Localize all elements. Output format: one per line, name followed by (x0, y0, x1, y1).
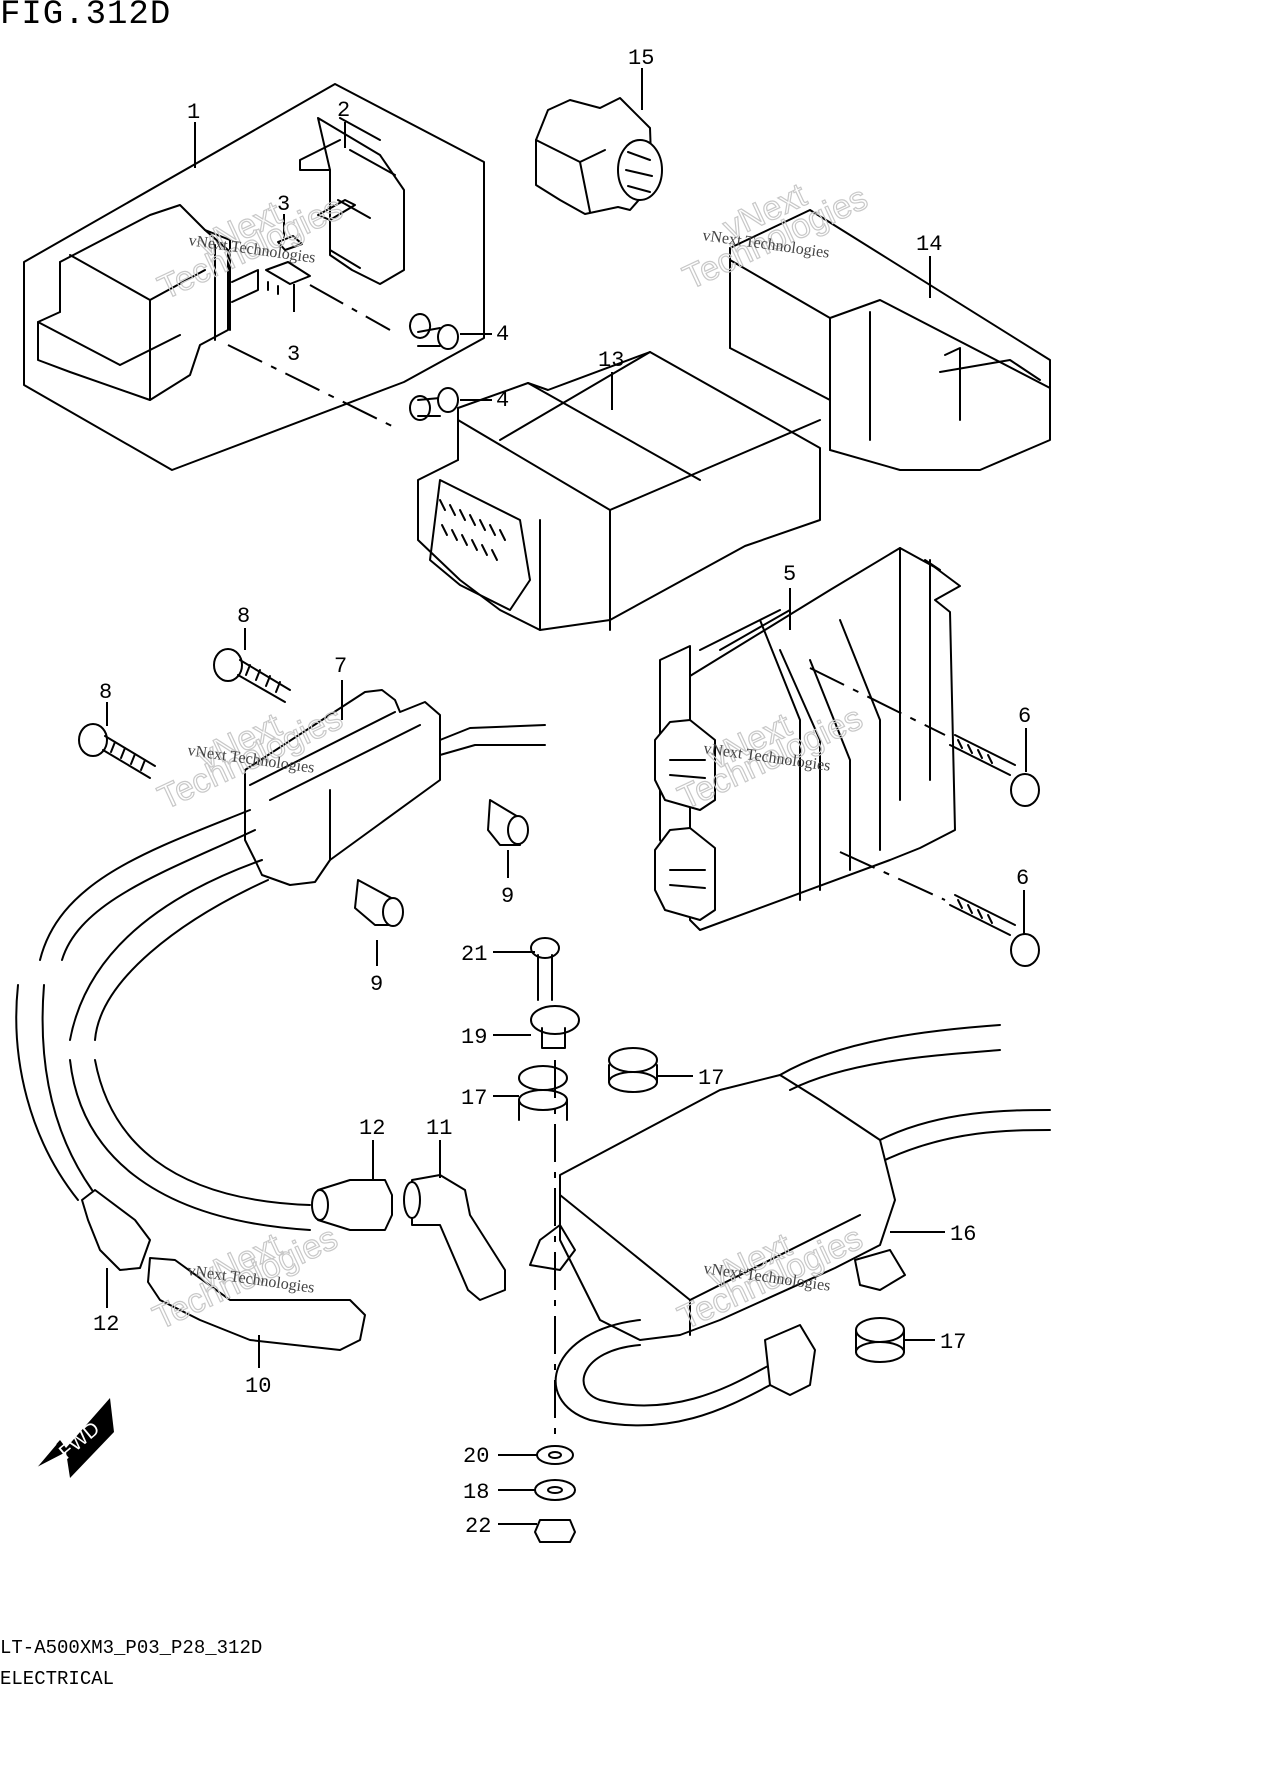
part-11-plug-cap[interactable] (403, 1174, 506, 1301)
part-22-nut[interactable] (534, 1519, 576, 1543)
leader-lines (106, 68, 1027, 1525)
part-6-bolt-lower[interactable] (949, 894, 1040, 967)
callout-6-lower: 6 (1016, 866, 1029, 891)
part-17-grommet-b[interactable] (608, 1047, 658, 1093)
part-4-bolt-lower[interactable] (409, 387, 459, 421)
model-code: LT-A500XM3_P03_P28_312D (0, 1637, 263, 1659)
callout-14: 14 (916, 232, 942, 257)
section-name: ELECTRICAL (0, 1668, 115, 1690)
callout-6-upper: 6 (1018, 704, 1031, 729)
callout-5: 5 (783, 562, 796, 587)
part-10-plug-cap[interactable] (147, 1257, 366, 1351)
part-9-sleeve-lower[interactable] (354, 879, 404, 927)
callout-9-upper: 9 (501, 884, 514, 909)
callout-18: 18 (463, 1480, 489, 1505)
callout-21: 21 (461, 942, 487, 967)
callout-3-lower: 3 (287, 342, 300, 367)
part-4-bolt-upper[interactable] (409, 313, 459, 350)
part-7-ignition-coil[interactable] (244, 689, 546, 886)
part-12-cap-right[interactable] (311, 1179, 393, 1231)
callout-12-left: 12 (93, 1312, 119, 1337)
part-16-control-module[interactable] (529, 1024, 1051, 1427)
part-14-cover[interactable] (729, 209, 1051, 471)
part-17-grommet-c[interactable] (855, 1317, 905, 1363)
callout-15: 15 (628, 46, 654, 71)
part-8-bolt-lower[interactable] (78, 723, 156, 779)
part-15-connector[interactable] (535, 97, 663, 215)
part-12-cap-left[interactable] (81, 1189, 151, 1271)
callout-8-upper: 8 (237, 604, 250, 629)
callout-17-lower: 17 (940, 1330, 966, 1355)
part-5-regulator-rectifier[interactable] (654, 547, 961, 931)
part-13-control-unit[interactable] (417, 351, 821, 631)
callout-16: 16 (950, 1222, 976, 1247)
high-tension-leads (15, 809, 311, 1231)
callout-4-lower: 4 (496, 388, 509, 413)
callout-11: 11 (426, 1116, 452, 1141)
callout-7: 7 (334, 654, 347, 679)
callout-12-right: 12 (359, 1116, 385, 1141)
callout-1: 1 (187, 100, 200, 125)
part-9-sleeve-upper[interactable] (487, 799, 529, 846)
part-8-bolt-upper[interactable] (213, 648, 291, 703)
part-21-bolt[interactable] (530, 937, 560, 1001)
callout-4-upper: 4 (496, 322, 509, 347)
callout-3-upper: 3 (277, 192, 290, 217)
figure-title: FIG.312D (0, 0, 172, 34)
callout-10: 10 (245, 1374, 271, 1399)
callout-13: 13 (598, 348, 624, 373)
callout-19: 19 (461, 1025, 487, 1050)
part-1-relay-assembly[interactable] (23, 83, 485, 471)
part-17-grommet-a[interactable] (518, 1065, 568, 1121)
part-6-bolt-upper[interactable] (949, 734, 1040, 807)
callout-8-lower: 8 (99, 680, 112, 705)
callout-2: 2 (337, 98, 350, 123)
part-18-washer[interactable] (534, 1479, 576, 1501)
callout-17-right: 17 (698, 1066, 724, 1091)
callout-9-lower: 9 (370, 972, 383, 997)
callout-20: 20 (463, 1444, 489, 1469)
part-19-collar[interactable] (530, 1005, 580, 1049)
callout-17-left: 17 (461, 1086, 487, 1111)
part-20-washer[interactable] (536, 1445, 574, 1465)
callout-22: 22 (465, 1514, 491, 1539)
fwd-arrow-icon: FWD (33, 1398, 114, 1478)
